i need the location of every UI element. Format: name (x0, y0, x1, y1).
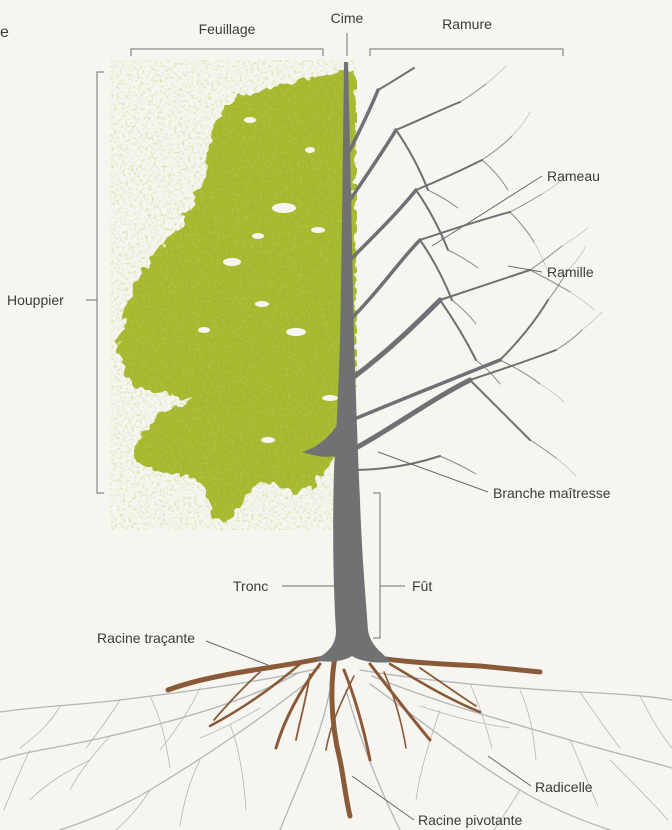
label-ramure: Ramure (442, 16, 492, 32)
label-racine-pivotante: Racine pivotante (418, 812, 523, 828)
label-feuillage: Feuillage (199, 21, 256, 37)
label-racine-tracante: Racine traçante (97, 630, 195, 646)
foliage (110, 60, 360, 530)
label-cime: Cime (331, 10, 364, 26)
label-branche-maitresse: Branche maîtresse (493, 485, 611, 501)
label-tronc: Tronc (233, 578, 268, 594)
foliage-texture (110, 60, 360, 530)
cropped-edge-text: e (0, 24, 9, 41)
label-radicelle: Radicelle (535, 779, 593, 795)
label-ramille: Ramille (547, 264, 594, 280)
label-houppier: Houppier (7, 292, 64, 308)
label-fut: Fût (412, 578, 432, 594)
label-rameau: Rameau (547, 168, 600, 184)
